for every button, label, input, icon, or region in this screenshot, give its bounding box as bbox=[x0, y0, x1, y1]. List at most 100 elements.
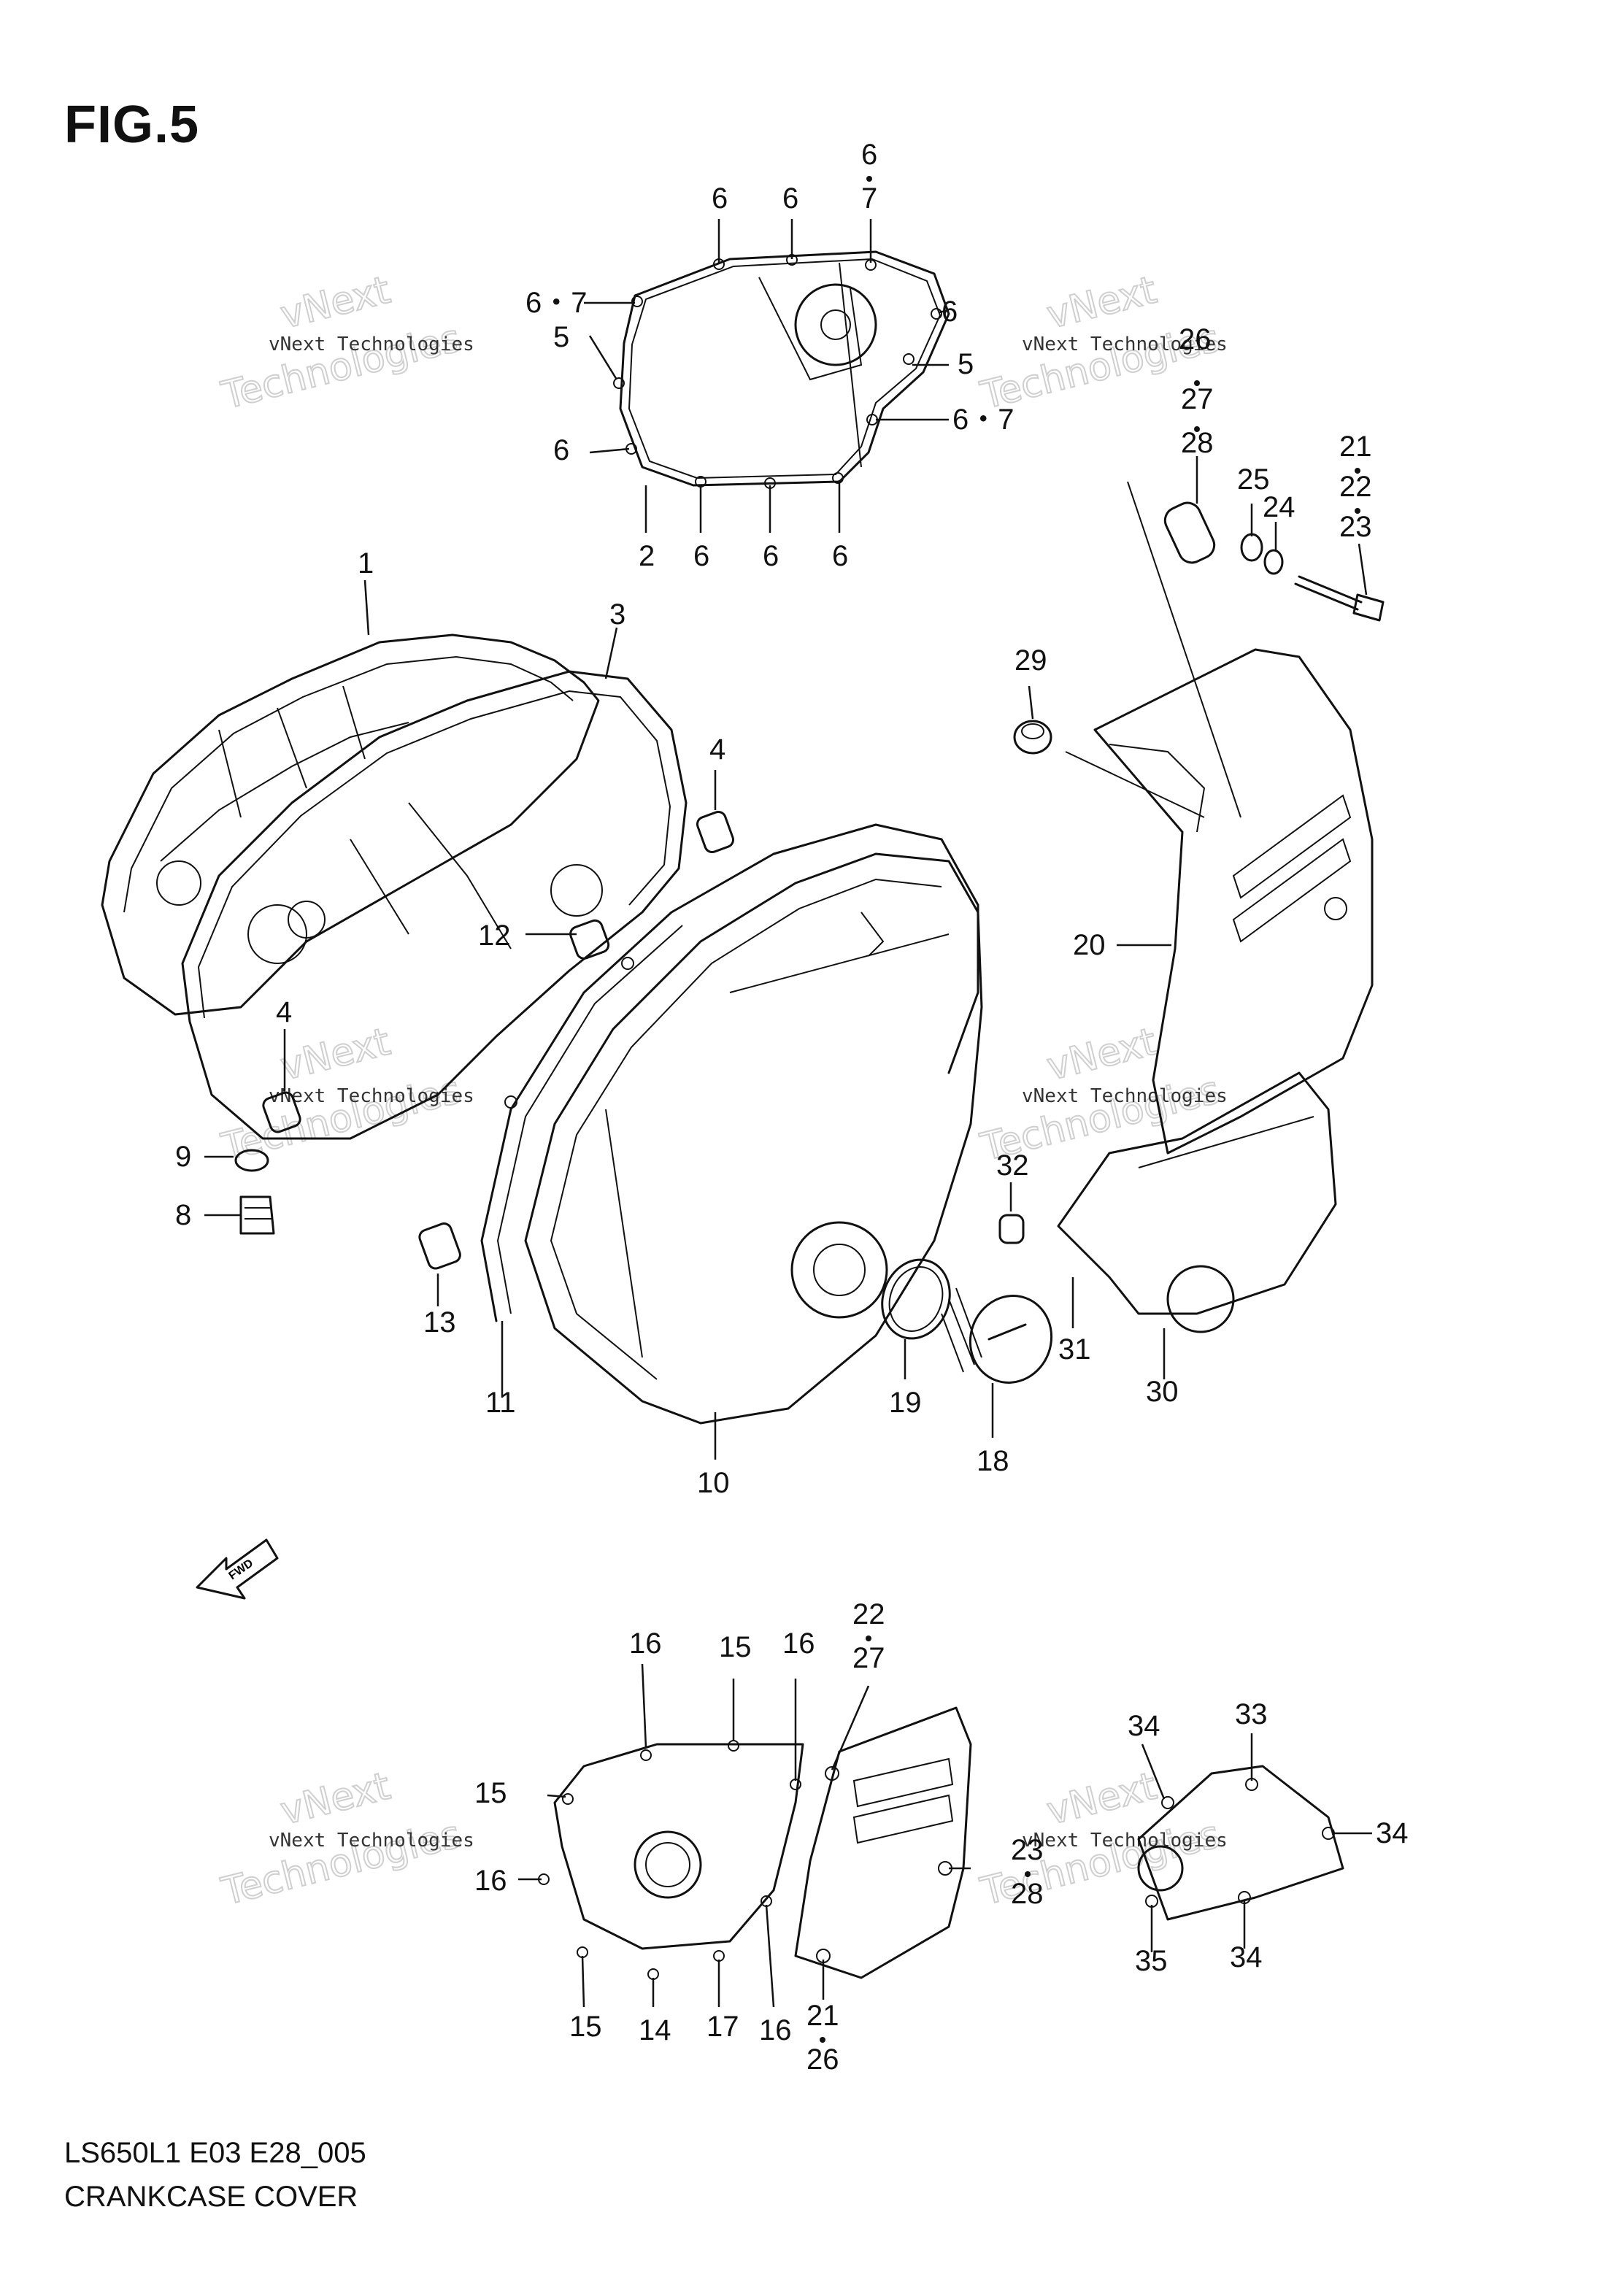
watermark-5: vNext Technologies vNext Technologies bbox=[217, 1764, 474, 1915]
label-20: 20 bbox=[1073, 929, 1106, 961]
label-15: 15 bbox=[719, 1631, 752, 1663]
diagram-code: LS650L1 E03 E28_005 bbox=[64, 2137, 366, 2169]
label-8: 8 bbox=[175, 1199, 191, 1231]
part-4-dowel-lower bbox=[262, 1091, 301, 1133]
label-21: 21 bbox=[1339, 431, 1372, 463]
label-3: 3 bbox=[609, 598, 625, 631]
leader-lines bbox=[204, 219, 1372, 2008]
label-10: 10 bbox=[697, 1467, 730, 1499]
part-14-generator-cover bbox=[538, 1740, 804, 1980]
footer: LS650L1 E03 E28_005 CRANKCASE COVER bbox=[64, 2131, 366, 2219]
label-13: 13 bbox=[423, 1306, 456, 1338]
label-18: 18 bbox=[977, 1445, 1009, 1477]
guide-line-29 bbox=[1065, 751, 1205, 818]
label-4: 4 bbox=[276, 996, 292, 1028]
label-35: 35 bbox=[1135, 1945, 1168, 1977]
label-26: 26 bbox=[1179, 323, 1212, 355]
label-17: 17 bbox=[706, 2011, 739, 2043]
label-23: 23 bbox=[1011, 1834, 1044, 1866]
label-6: 6 bbox=[832, 540, 848, 572]
label-2: 2 bbox=[639, 540, 655, 572]
svg-text:vNext Technologies: vNext Technologies bbox=[1022, 1830, 1228, 1852]
label-15: 15 bbox=[474, 1777, 507, 1809]
label-27: 27 bbox=[1181, 383, 1214, 415]
label-5: 5 bbox=[958, 348, 974, 380]
label-4: 4 bbox=[709, 733, 725, 766]
svg-text:vNext Technologies: vNext Technologies bbox=[269, 1085, 474, 1107]
svg-text:vNext: vNext bbox=[1043, 1765, 1161, 1834]
label-6: 6 bbox=[763, 540, 779, 572]
part-8-plug-bolt bbox=[239, 1195, 275, 1235]
part-29-grommet bbox=[1013, 720, 1052, 755]
svg-text:FWD: FWD bbox=[227, 1557, 256, 1582]
part-10-crankcase-cover bbox=[524, 852, 983, 1425]
label-33: 33 bbox=[1235, 1698, 1268, 1730]
stack-dots bbox=[820, 176, 1360, 2043]
label-15: 15 bbox=[569, 2011, 602, 2043]
svg-text:vNext: vNext bbox=[277, 1765, 395, 1834]
label-34: 34 bbox=[1128, 1710, 1160, 1742]
part-23-bolt bbox=[1294, 575, 1385, 622]
label-21: 21 bbox=[806, 2000, 839, 2032]
svg-text:vNext Technologies: vNext Technologies bbox=[1022, 1085, 1228, 1107]
part-3-gasket bbox=[181, 670, 688, 1140]
label-16: 16 bbox=[759, 2014, 792, 2046]
label-26: 26 bbox=[806, 2043, 839, 2076]
part-25-washer bbox=[1240, 533, 1263, 562]
label-19: 19 bbox=[889, 1387, 922, 1419]
label-6: 6 bbox=[712, 182, 728, 215]
label-11: 11 bbox=[485, 1387, 516, 1419]
label-24: 24 bbox=[1263, 491, 1295, 523]
label-6: 6 bbox=[942, 296, 958, 328]
label-6: 6 bbox=[693, 540, 709, 572]
fwd-arrow-icon: FWD bbox=[196, 1538, 279, 1600]
label-31: 31 bbox=[1058, 1333, 1091, 1365]
label-6: 6 bbox=[861, 139, 877, 171]
part-12-dowel bbox=[569, 919, 610, 960]
part-24-washer bbox=[1263, 549, 1284, 575]
label-27: 27 bbox=[852, 1642, 885, 1674]
svg-text:vNext Technologies: vNext Technologies bbox=[269, 334, 474, 355]
svg-text:vNext: vNext bbox=[1043, 1020, 1161, 1090]
svg-text:Technologies: Technologies bbox=[217, 1813, 466, 1914]
label-25: 25 bbox=[1237, 463, 1270, 496]
label-22: 22 bbox=[852, 1598, 885, 1630]
part-labels: 6 6 6 7 6・7 6 5 5 6 6・7 2 6 6 6 1 3 4 4 … bbox=[175, 139, 1409, 2076]
label-32: 32 bbox=[996, 1149, 1029, 1182]
part-18-plug-cap bbox=[941, 1287, 1053, 1384]
label-30: 30 bbox=[1146, 1376, 1179, 1408]
part-30-cover-base bbox=[1057, 1071, 1337, 1333]
label-28: 28 bbox=[1011, 1878, 1044, 1910]
part-20-sprocket-cover bbox=[1093, 648, 1374, 1155]
label-12: 12 bbox=[478, 920, 511, 952]
svg-text:vNext Technologies: vNext Technologies bbox=[1022, 334, 1228, 355]
figure-title: FIG.5 bbox=[64, 96, 200, 154]
watermark-1: vNext Technologies vNext Technologies bbox=[217, 268, 474, 419]
guide-line-28 bbox=[1127, 481, 1241, 818]
diagram-name: CRANKCASE COVER bbox=[64, 2181, 358, 2213]
label-16: 16 bbox=[782, 1627, 815, 1660]
part-32-grommet bbox=[998, 1214, 1025, 1244]
label-16: 16 bbox=[629, 1627, 662, 1660]
label-7: 7 bbox=[861, 182, 877, 215]
label-6-7: 6・7 bbox=[952, 404, 1014, 436]
part-1-clutch-cover bbox=[101, 633, 600, 1016]
label-6: 6 bbox=[782, 182, 798, 215]
part-13-dowel bbox=[418, 1222, 461, 1270]
svg-text:vNext: vNext bbox=[277, 269, 395, 338]
label-34: 34 bbox=[1376, 1817, 1409, 1849]
svg-text:Technologies: Technologies bbox=[217, 1068, 466, 1170]
label-29: 29 bbox=[1014, 644, 1047, 677]
label-14: 14 bbox=[639, 2014, 671, 2046]
part-2-gasket-top bbox=[613, 250, 950, 489]
svg-text:vNext: vNext bbox=[1043, 269, 1161, 338]
part-33-small-cover bbox=[1137, 1765, 1344, 1921]
label-34: 34 bbox=[1230, 1941, 1263, 1973]
part-11-gasket bbox=[480, 823, 979, 1322]
label-1: 1 bbox=[358, 547, 374, 579]
label-23: 23 bbox=[1339, 511, 1372, 543]
label-16: 16 bbox=[474, 1865, 507, 1897]
watermark-4: vNext Technologies vNext Technologies bbox=[976, 1020, 1228, 1171]
label-5: 5 bbox=[553, 321, 569, 353]
